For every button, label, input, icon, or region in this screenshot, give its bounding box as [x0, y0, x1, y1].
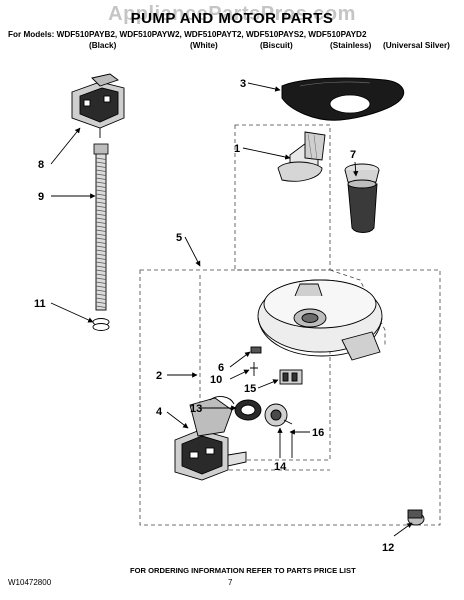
hose-rib [95, 225, 107, 228]
hose-rib [95, 249, 107, 252]
callout-6: 6 [218, 362, 224, 374]
hose-rib [95, 221, 107, 224]
page-title: PUMP AND MOTOR PARTS [130, 10, 334, 27]
hose-rib [95, 257, 107, 260]
page-number: 7 [228, 578, 233, 587]
callout-1: 1 [234, 143, 240, 155]
color-label-universal-silver: (Universal Silver) [383, 41, 450, 50]
callout-7: 7 [350, 149, 356, 161]
hose-rib [95, 245, 107, 248]
hose-rib [95, 173, 107, 176]
part-wash-motor [174, 396, 247, 481]
hose-rib [95, 233, 107, 236]
part-drain-connector [407, 509, 425, 526]
hose-rib [95, 177, 107, 180]
callout-8: 8 [38, 159, 44, 171]
part-fine-filter [344, 163, 380, 233]
hose-rib [95, 293, 107, 296]
callout-12: 12 [382, 542, 394, 554]
part-screw-and-clip [250, 346, 262, 376]
hose-rib [95, 285, 107, 288]
hose-rib [95, 269, 107, 272]
part-impeller [264, 403, 293, 427]
leader-lines [50, 82, 413, 537]
callout-9: 9 [38, 191, 44, 203]
hose-rib [95, 185, 107, 188]
hose-rib [95, 301, 107, 304]
part-pump-housing [277, 131, 326, 182]
part-hose-clamp [92, 318, 110, 331]
callout-10: 10 [210, 374, 222, 386]
hose-rib [95, 213, 107, 216]
callout-4: 4 [156, 406, 163, 418]
hose-rib [95, 197, 107, 200]
part-seal-ring [234, 399, 262, 421]
hose-rib [95, 273, 107, 276]
part-sump [257, 279, 383, 361]
hose-rib [95, 289, 107, 292]
part-motor-unit [71, 73, 125, 138]
hose-rib [95, 253, 107, 256]
hose-rib [95, 241, 107, 244]
watermark: AppliancePartsPros.com [108, 3, 356, 25]
part-drain-hose [93, 143, 109, 311]
hose-rib [95, 165, 107, 168]
callout-16: 16 [312, 427, 324, 439]
hose-rib [95, 237, 107, 240]
color-label-white: (White) [190, 41, 218, 50]
hose-rib [95, 161, 107, 164]
color-label-biscuit: (Biscuit) [260, 41, 293, 50]
callout-14: 14 [274, 461, 287, 473]
hose-rib [95, 169, 107, 172]
ordering-note: FOR ORDERING INFORMATION REFER TO PARTS … [130, 566, 356, 575]
part-connector [279, 369, 303, 385]
callout-3: 3 [240, 78, 246, 90]
callout-15: 15 [244, 383, 256, 395]
hose-rib [95, 157, 107, 160]
callout-13: 13 [190, 403, 202, 415]
callout-11: 11 [34, 298, 46, 310]
hose-rib [95, 297, 107, 300]
document-number: W10472800 [8, 578, 52, 587]
hose-rib [95, 305, 107, 308]
hose-rib [95, 201, 107, 204]
hose-rib [95, 189, 107, 192]
part-filter-cover [281, 77, 405, 121]
hose-rib [95, 281, 107, 284]
hose-rib [95, 209, 107, 212]
hose-rib [95, 265, 107, 268]
models-line: For Models: WDF510PAYB2, WDF510PAYW2, WD… [8, 30, 367, 39]
callout-5: 5 [176, 232, 182, 244]
callout-2: 2 [156, 370, 162, 382]
hose-rib [95, 217, 107, 220]
hose-rib [95, 261, 107, 264]
color-label-stainless: (Stainless) [330, 41, 372, 50]
hose-rib [95, 193, 107, 196]
color-label-black: (Black) [89, 41, 117, 50]
hose-rib [95, 181, 107, 184]
hose-rib [95, 205, 107, 208]
callout-numbers: 3 1 7 8 9 5 11 6 10 2 15 4 13 16 14 12 [34, 78, 394, 554]
hose-rib [95, 277, 107, 280]
hose-rib [95, 229, 107, 232]
